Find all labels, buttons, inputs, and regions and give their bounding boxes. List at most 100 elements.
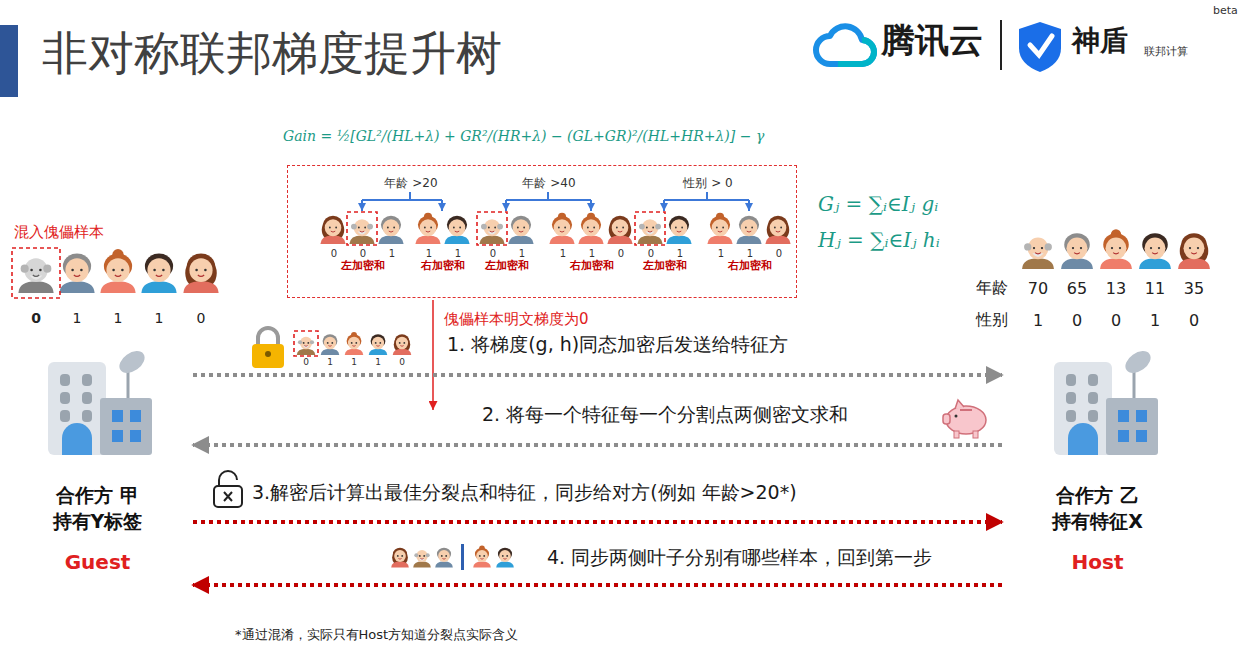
building-icon bbox=[130, 430, 141, 442]
person-avatar bbox=[736, 236, 761, 244]
piggy-bank-icon bbox=[960, 409, 972, 411]
lock-icon bbox=[252, 328, 284, 368]
person-avatar bbox=[1045, 243, 1052, 250]
building-icon bbox=[1088, 392, 1098, 404]
person-avatar bbox=[304, 345, 307, 347]
person-avatar bbox=[751, 227, 753, 229]
person-avatar bbox=[321, 334, 339, 355]
step-label: 1. 将梯度(g, h)同态加密后发送给特征方 bbox=[445, 333, 790, 356]
person-avatar bbox=[59, 281, 94, 293]
building-icon bbox=[112, 410, 123, 422]
person-avatar bbox=[389, 231, 394, 233]
person-avatar bbox=[1067, 237, 1088, 259]
person-avatar bbox=[438, 550, 450, 562]
gain-formula: Gain = ½[GL²/(HL+λ) + GR²/(HR+λ) − (GL+G… bbox=[283, 128, 764, 145]
person-avatar bbox=[307, 342, 309, 344]
person-avatar bbox=[712, 219, 729, 236]
person-avatar bbox=[424, 227, 426, 229]
unlock-icon bbox=[214, 486, 242, 507]
table-cell: 1 bbox=[1150, 311, 1160, 330]
person-avatar bbox=[1022, 237, 1054, 269]
person-avatar bbox=[722, 227, 724, 229]
unlock-icon bbox=[214, 471, 242, 507]
piggy-bank-icon bbox=[943, 414, 950, 424]
building-icon bbox=[1118, 410, 1129, 422]
person-avatar bbox=[1074, 253, 1080, 254]
person-avatar bbox=[33, 275, 39, 276]
building-icon bbox=[60, 410, 70, 422]
person-avatar bbox=[369, 334, 387, 355]
person-avatar bbox=[39, 269, 42, 272]
person-avatar bbox=[420, 219, 437, 236]
person-avatar bbox=[297, 349, 315, 355]
person-avatar bbox=[765, 216, 790, 244]
person-avatar bbox=[607, 216, 632, 244]
person-avatar bbox=[1041, 247, 1043, 249]
person-avatar bbox=[43, 265, 51, 273]
person-avatar bbox=[637, 219, 662, 244]
beta-tag: beta bbox=[1213, 4, 1238, 17]
sample-label: 1 bbox=[747, 248, 753, 259]
building-icon bbox=[1066, 374, 1076, 386]
person-avatar bbox=[398, 558, 401, 560]
person-avatar bbox=[503, 558, 506, 560]
message-arrow bbox=[193, 373, 1002, 377]
shield-logo bbox=[1030, 36, 1052, 55]
person-avatar bbox=[18, 281, 53, 293]
sample-label: 1 bbox=[589, 248, 595, 259]
person-avatar bbox=[513, 219, 530, 236]
building-icon bbox=[48, 362, 106, 455]
building-icon bbox=[1054, 347, 1158, 455]
split-bracket bbox=[362, 192, 442, 211]
person-avatar bbox=[320, 236, 345, 244]
piggy-bank-icon bbox=[954, 431, 959, 438]
person-avatar bbox=[30, 276, 43, 280]
person-avatar bbox=[564, 227, 566, 229]
person-avatar bbox=[396, 337, 408, 350]
building-icon bbox=[1088, 374, 1098, 386]
person-avatar bbox=[622, 227, 624, 229]
page-title: 非对称联邦梯度提升树 bbox=[42, 26, 502, 81]
person-avatar bbox=[770, 219, 787, 236]
person-avatar bbox=[496, 548, 514, 568]
building-icon bbox=[48, 347, 152, 455]
person-avatar bbox=[765, 236, 790, 244]
person-avatar bbox=[379, 342, 381, 344]
person-avatar bbox=[459, 227, 461, 229]
person-avatar bbox=[1106, 237, 1127, 259]
person-avatar bbox=[112, 269, 115, 272]
person-avatar bbox=[1111, 247, 1113, 249]
person-avatar bbox=[378, 236, 403, 244]
person-avatar bbox=[328, 345, 331, 347]
table-cell: 1 bbox=[375, 357, 381, 368]
person-avatar bbox=[1022, 258, 1054, 269]
person-avatar bbox=[324, 337, 336, 350]
sample-label: 1 bbox=[426, 248, 432, 259]
person-avatar bbox=[1119, 247, 1121, 249]
person-avatar bbox=[716, 227, 718, 229]
person-avatar bbox=[18, 258, 53, 293]
person-avatar bbox=[303, 346, 310, 348]
person-avatar bbox=[121, 269, 124, 272]
person-avatar bbox=[652, 227, 654, 229]
table-cell: 1 bbox=[1033, 311, 1043, 330]
logo-subtext: 联邦计算 bbox=[1144, 45, 1188, 58]
person-avatar bbox=[204, 269, 207, 272]
logo-separator bbox=[1000, 20, 1002, 70]
sample-label: 1 bbox=[519, 248, 525, 259]
building-icon bbox=[100, 398, 152, 455]
person-avatar bbox=[71, 269, 74, 272]
person-avatar bbox=[589, 231, 594, 233]
party-role: Host bbox=[1010, 550, 1185, 574]
person-avatar bbox=[479, 236, 504, 244]
party-node: 合作方 甲 持有Y标签Guest bbox=[10, 335, 185, 600]
person-avatar bbox=[671, 219, 688, 236]
person-avatar bbox=[30, 269, 33, 272]
person-avatar bbox=[488, 232, 497, 235]
person-avatar bbox=[612, 219, 629, 236]
person-avatar bbox=[65, 258, 88, 282]
person-avatar bbox=[444, 236, 469, 244]
building-icon bbox=[1136, 430, 1147, 442]
person-avatar bbox=[153, 269, 156, 272]
person-avatar bbox=[1080, 247, 1082, 249]
